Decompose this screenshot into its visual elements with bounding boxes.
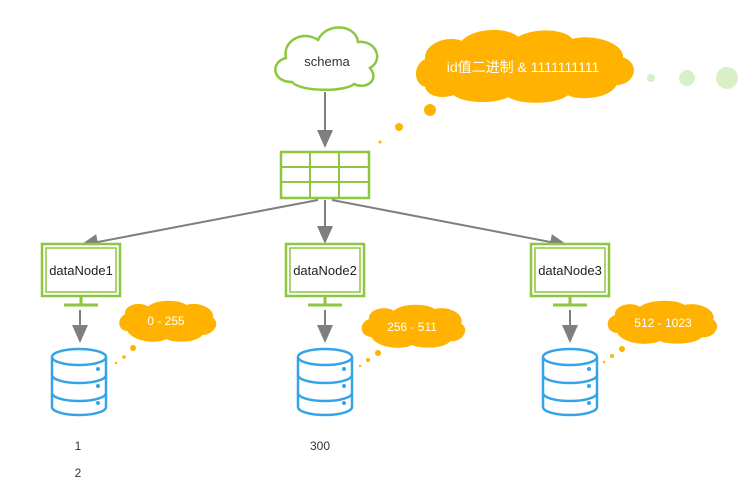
arrow-table-to-node3 [331,199,568,250]
hash-rule-callout: id值二进制 & 1111111111 [416,29,634,103]
decorative-dot [679,70,695,86]
decorative-dot [647,74,655,82]
datanode-3: dataNode3 [529,242,611,307]
callout-tail-dot [378,140,382,144]
datanode-1-label: dataNode1 [49,263,113,278]
db-1-value-a: 1 [75,439,82,453]
database-3-icon [541,347,599,417]
range-1-text: 0 - 255 [147,314,185,328]
bubble-tail-dot [366,358,370,362]
database-1-icon [50,347,108,417]
datanode-1: dataNode1 [40,242,122,307]
arrow-table-to-node1 [80,199,319,250]
bubble-tail-dot [610,354,614,358]
callout-tail-dot [395,123,403,131]
range-bubble-1: 0 - 255 [119,300,217,342]
callout-tail-dot [424,104,436,116]
schema-label: schema [304,54,350,69]
bubble-tail-dot [375,350,381,356]
routing-table-icon [279,150,371,200]
datanode-3-label: dataNode3 [538,263,602,278]
hash-rule-text: id值二进制 & 1111111111 [447,59,600,75]
range-3-text: 512 - 1023 [634,316,692,330]
datanode-2-label: dataNode2 [293,263,357,278]
bubble-tail-dot [358,364,362,368]
schema-cloud: schema [274,26,379,92]
db-2-value-a: 300 [310,439,330,453]
range-2-text: 256 - 511 [387,320,437,334]
bubble-tail-dot [619,346,625,352]
bubble-tail-dot [122,355,126,359]
bubble-tail-dot [130,345,136,351]
bubble-tail-dot [602,360,606,364]
decorative-dot [716,67,738,89]
db-1-value-b: 2 [75,466,82,478]
range-bubble-3: 512 - 1023 [607,300,718,344]
range-bubble-2: 256 - 511 [361,304,466,348]
database-2-icon [296,347,354,417]
datanode-2: dataNode2 [284,242,366,307]
bubble-tail-dot [114,361,118,365]
